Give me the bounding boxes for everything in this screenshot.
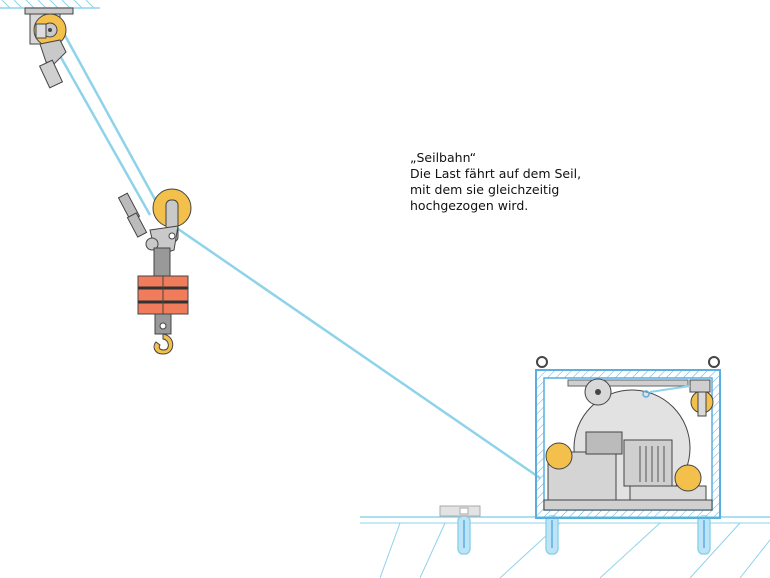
ceiling-anchor-icon (24, 7, 74, 89)
ceiling (0, 0, 100, 9)
load-weight (137, 275, 189, 315)
hook-icon (153, 313, 174, 355)
rope-clamp (117, 192, 148, 238)
caption-line: hochgezogen wird. (410, 198, 529, 213)
caption-line: mit dem sie gleichzeitig (410, 182, 560, 197)
caption: „Seilbahn“ Die Last fährt auf dem Seil, … (410, 150, 581, 214)
rail-bracket (439, 505, 481, 517)
winch-icon (535, 356, 721, 519)
pulley-icon (145, 188, 192, 279)
rope (48, 29, 541, 480)
caption-line: Die Last fährt auf dem Seil, (410, 166, 582, 181)
caption-title: „Seilbahn“ (410, 150, 477, 165)
ground-anchor-icon (457, 515, 711, 555)
